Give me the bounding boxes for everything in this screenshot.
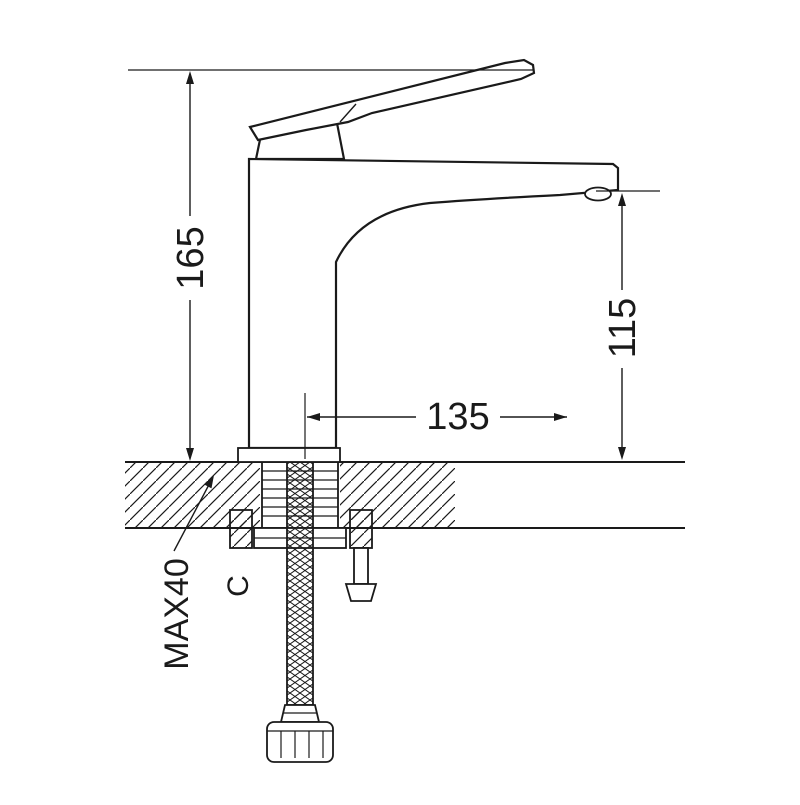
- threaded-rod: [286, 461, 314, 706]
- arrow-leader-icon: [204, 475, 214, 489]
- spout-outlet: [584, 186, 612, 202]
- leader-line: [173, 476, 214, 552]
- counter-section: [125, 461, 685, 529]
- dimension-label-135: 135: [426, 396, 489, 438]
- rod-nut: [266, 721, 334, 763]
- dimension-label-max40: MAX40: [158, 558, 196, 670]
- arrow-down-icon: [618, 447, 626, 460]
- rod-nut-knurling: [280, 731, 324, 758]
- fixing-bolt-foot: [344, 583, 378, 602]
- arrow-up-icon: [186, 71, 194, 84]
- base-plate: [237, 447, 341, 463]
- arrow-right-icon: [554, 413, 567, 421]
- clamp-lug-right: [349, 509, 373, 549]
- dimension-spout-reach: 135: [304, 393, 567, 459]
- handle-lever-crease: [339, 103, 357, 123]
- handle-lever: [248, 58, 536, 142]
- arrow-left-icon: [307, 413, 320, 421]
- clamp-label: C: [222, 575, 255, 597]
- faucet: [237, 58, 620, 463]
- arrow-up-icon: [618, 193, 626, 206]
- dimension-max-thickness: MAX40: [158, 475, 214, 670]
- clamp-lug-left: [229, 509, 253, 549]
- fixing-bolt: [353, 547, 369, 585]
- dimension-spout-height: 115: [596, 190, 660, 460]
- dimension-label-115: 115: [602, 298, 644, 359]
- body-and-spout: [247, 157, 620, 450]
- dimension-label-165: 165: [170, 226, 212, 289]
- arrow-down-icon: [186, 448, 194, 461]
- dimension-overall-height: 165: [128, 69, 533, 461]
